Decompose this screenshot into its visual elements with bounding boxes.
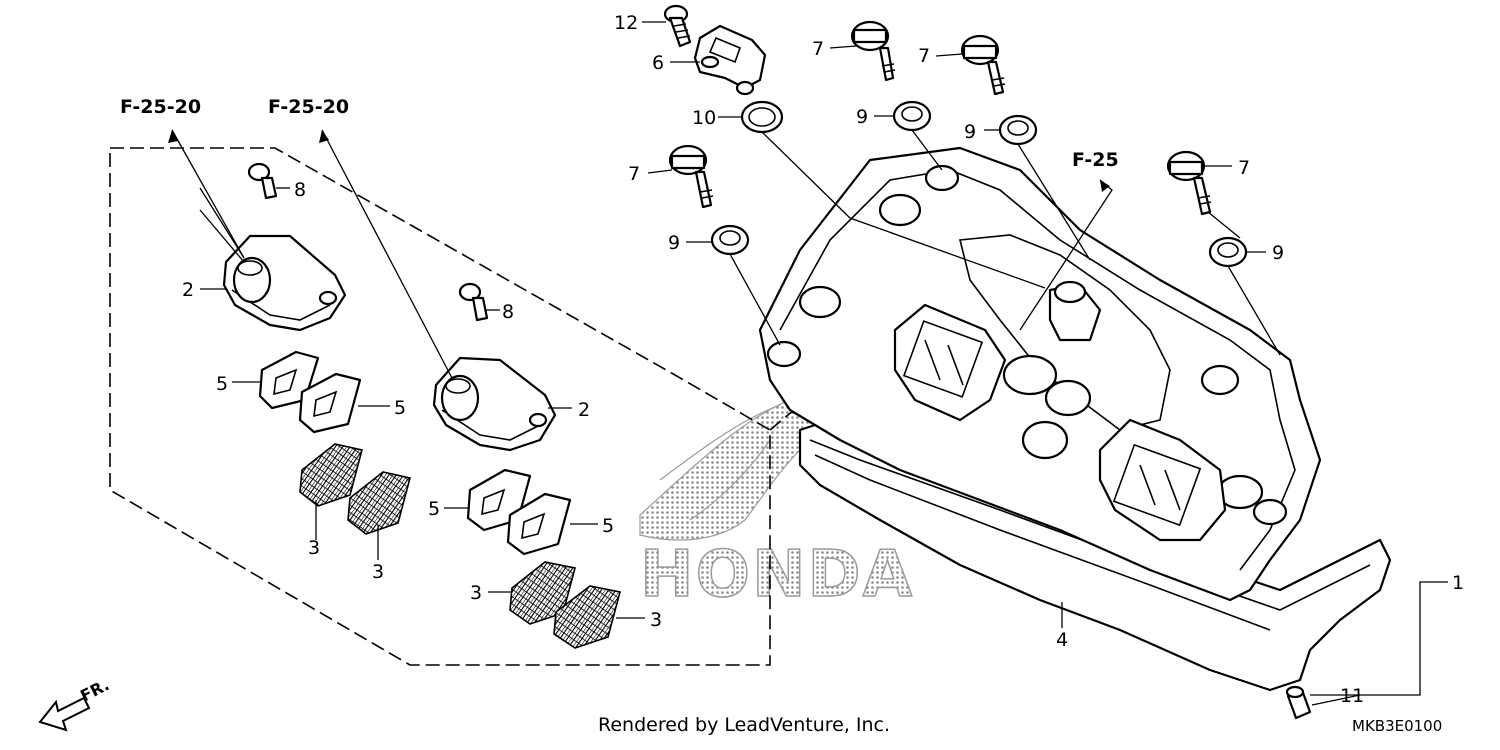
o-ring-10: [740, 100, 784, 134]
callout-7-c: 7: [628, 163, 640, 185]
filter-3-b: [347, 471, 411, 535]
front-direction-label: FR.: [77, 675, 112, 705]
bolt-7-b: [960, 34, 1006, 96]
cover-2-a: [222, 234, 347, 332]
cover-2-b: [432, 356, 557, 452]
reference-labels: F-25-20 F-25-20 F-25: [120, 96, 1119, 171]
filter-3-a: [299, 443, 363, 507]
callout-5-a: 5: [216, 373, 228, 395]
callout-3-d: 3: [650, 609, 662, 631]
callout-labels: 12 6 10 7 7 7 7 9 9 9 9 8 8 2 2 5 5 5 5 …: [182, 12, 1464, 707]
bolt-8-b: [458, 282, 489, 322]
filter-3-d: [553, 585, 621, 649]
grommet-9-d: [1208, 236, 1248, 268]
callout-5-b: 5: [394, 397, 406, 419]
bolt-12: [663, 4, 692, 48]
seal-5-b: [298, 372, 362, 434]
callout-8-a: 8: [294, 179, 306, 201]
callout-9-c: 9: [668, 232, 680, 254]
callout-12: 12: [614, 12, 638, 34]
ref-label-right: F-25: [1072, 149, 1119, 171]
cylinder-head-cover: [758, 146, 1392, 692]
callout-9-b: 9: [964, 121, 976, 143]
bolt-7-c: [668, 144, 714, 209]
callout-5-d: 5: [602, 515, 614, 537]
callout-10: 10: [692, 107, 716, 129]
grommet-9-c: [710, 224, 750, 256]
callout-3-c: 3: [470, 582, 482, 604]
callout-11: 11: [1340, 685, 1364, 707]
callout-9-d: 9: [1272, 242, 1284, 264]
sensor-6: [693, 24, 767, 96]
render-credit: Rendered by LeadVenture, Inc.: [598, 714, 890, 736]
grommet-9-b: [998, 114, 1038, 146]
front-direction: FR.: [38, 675, 112, 732]
callout-2-a: 2: [182, 279, 194, 301]
ref-label-mid: F-25-20: [268, 96, 349, 118]
callout-5-c: 5: [428, 498, 440, 520]
callout-3-a: 3: [308, 537, 320, 559]
callout-7-b: 7: [918, 45, 930, 67]
seal-5-d: [506, 492, 572, 556]
ref-label-left: F-25-20: [120, 96, 201, 118]
callout-8-b: 8: [502, 301, 514, 323]
callout-6: 6: [652, 52, 664, 74]
diagram-code: MKB3E0100: [1352, 717, 1442, 735]
cap-11: [1285, 685, 1312, 720]
bolt-8-a: [247, 162, 278, 200]
callout-9-a: 9: [856, 106, 868, 128]
callout-4: 4: [1056, 629, 1068, 651]
leader-lines: [168, 21, 1448, 706]
grommet-9-a: [892, 100, 932, 132]
callout-7-a: 7: [812, 38, 824, 60]
front-direction-arrow-icon: [38, 696, 91, 732]
callout-1: 1: [1452, 572, 1464, 594]
callout-3-b: 3: [372, 561, 384, 583]
callout-7-d: 7: [1238, 157, 1250, 179]
callout-2-b: 2: [578, 399, 590, 421]
bolt-7-a: [850, 20, 896, 82]
bolt-7-d: [1166, 150, 1212, 216]
watermark-text: HONDA: [640, 538, 914, 612]
